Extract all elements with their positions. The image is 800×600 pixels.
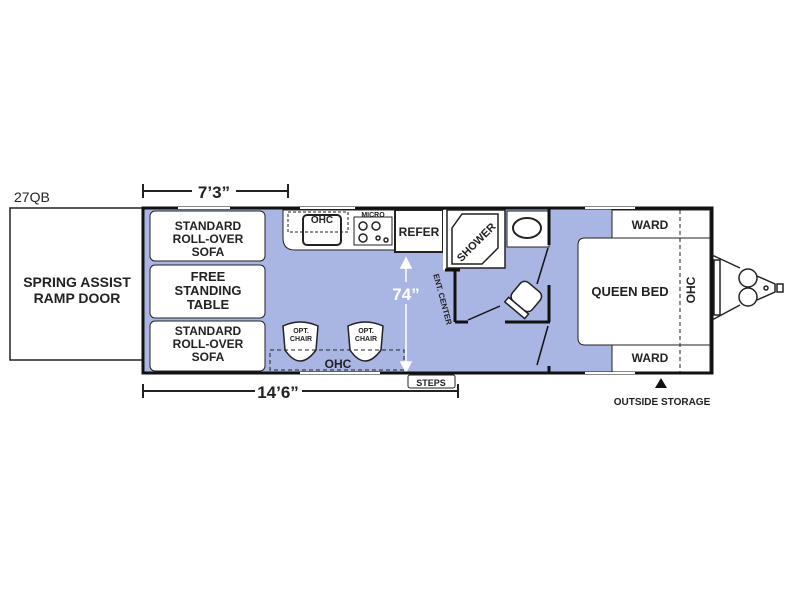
ramp-label-2: RAMP DOOR xyxy=(34,290,121,306)
ceiling-height-label: 74” xyxy=(392,285,419,304)
refer-label: REFER xyxy=(399,225,440,239)
stove-icon xyxy=(353,216,393,246)
sofa-bottom-label-1: STANDARD xyxy=(175,324,242,338)
door-swings xyxy=(467,247,549,366)
kitchen-ohc xyxy=(287,211,349,233)
length-label: 14’6” xyxy=(257,383,299,402)
ramp-label-1: SPRING ASSIST xyxy=(23,274,131,290)
wardrobe-bottom xyxy=(611,344,711,373)
ward-top-label: WARD xyxy=(632,218,669,232)
kitchen-ohc-label: OHC xyxy=(311,215,333,226)
sofa-top-label-3: SOFA xyxy=(192,245,225,259)
length-dimension xyxy=(142,384,459,398)
svg-text:CHAIR: CHAIR xyxy=(290,336,312,343)
sofa-top-label-1: STANDARD xyxy=(175,219,242,233)
queen-bed xyxy=(577,237,711,346)
queen-bed-label: QUEEN BED xyxy=(591,284,668,299)
ramp-door xyxy=(9,207,144,361)
toilet-icon xyxy=(503,280,543,320)
svg-text:CHAIR: CHAIR xyxy=(355,336,377,343)
bedroom-ohc-label: OHC xyxy=(684,276,698,303)
table-label-2: STANDING xyxy=(175,283,242,298)
outside-storage-label: OUTSIDE STORAGE xyxy=(614,397,711,408)
ceiling-height-arrow xyxy=(399,256,413,374)
steps xyxy=(407,374,456,389)
chair-2: OPT. CHAIR xyxy=(347,321,384,362)
ward-bottom-label: WARD xyxy=(632,351,669,365)
refrigerator xyxy=(394,209,444,253)
sofa-bottom-label-2: ROLL-OVER xyxy=(173,337,244,351)
trailer-outline xyxy=(141,206,714,375)
sofa-top-label-2: ROLL-OVER xyxy=(173,232,244,246)
hitch-icon xyxy=(711,254,784,321)
sink-icon xyxy=(302,214,342,246)
steps-label: STEPS xyxy=(416,378,446,388)
shower-pan xyxy=(451,213,499,265)
sofa-bottom-label-3: SOFA xyxy=(192,350,225,364)
model-label: 27QB xyxy=(14,189,50,205)
front-ohc xyxy=(269,349,405,371)
table xyxy=(149,264,266,319)
width-dimension xyxy=(142,184,289,198)
table-label-3: TABLE xyxy=(187,297,230,312)
front-ohc-label: OHC xyxy=(325,357,352,371)
sofa-top xyxy=(149,210,266,262)
svg-text:OPT.: OPT. xyxy=(293,328,309,335)
windows xyxy=(178,207,635,374)
outside-storage-marker xyxy=(655,378,667,388)
micro-label: MICRO xyxy=(361,212,385,219)
width-label: 7’3” xyxy=(198,183,230,202)
wardrobe-top xyxy=(611,209,711,239)
svg-text:OPT.: OPT. xyxy=(358,328,374,335)
sofa-bottom xyxy=(149,320,266,372)
basin-icon xyxy=(512,217,542,239)
burner-icons xyxy=(358,221,389,243)
table-label-1: FREE xyxy=(191,269,226,284)
